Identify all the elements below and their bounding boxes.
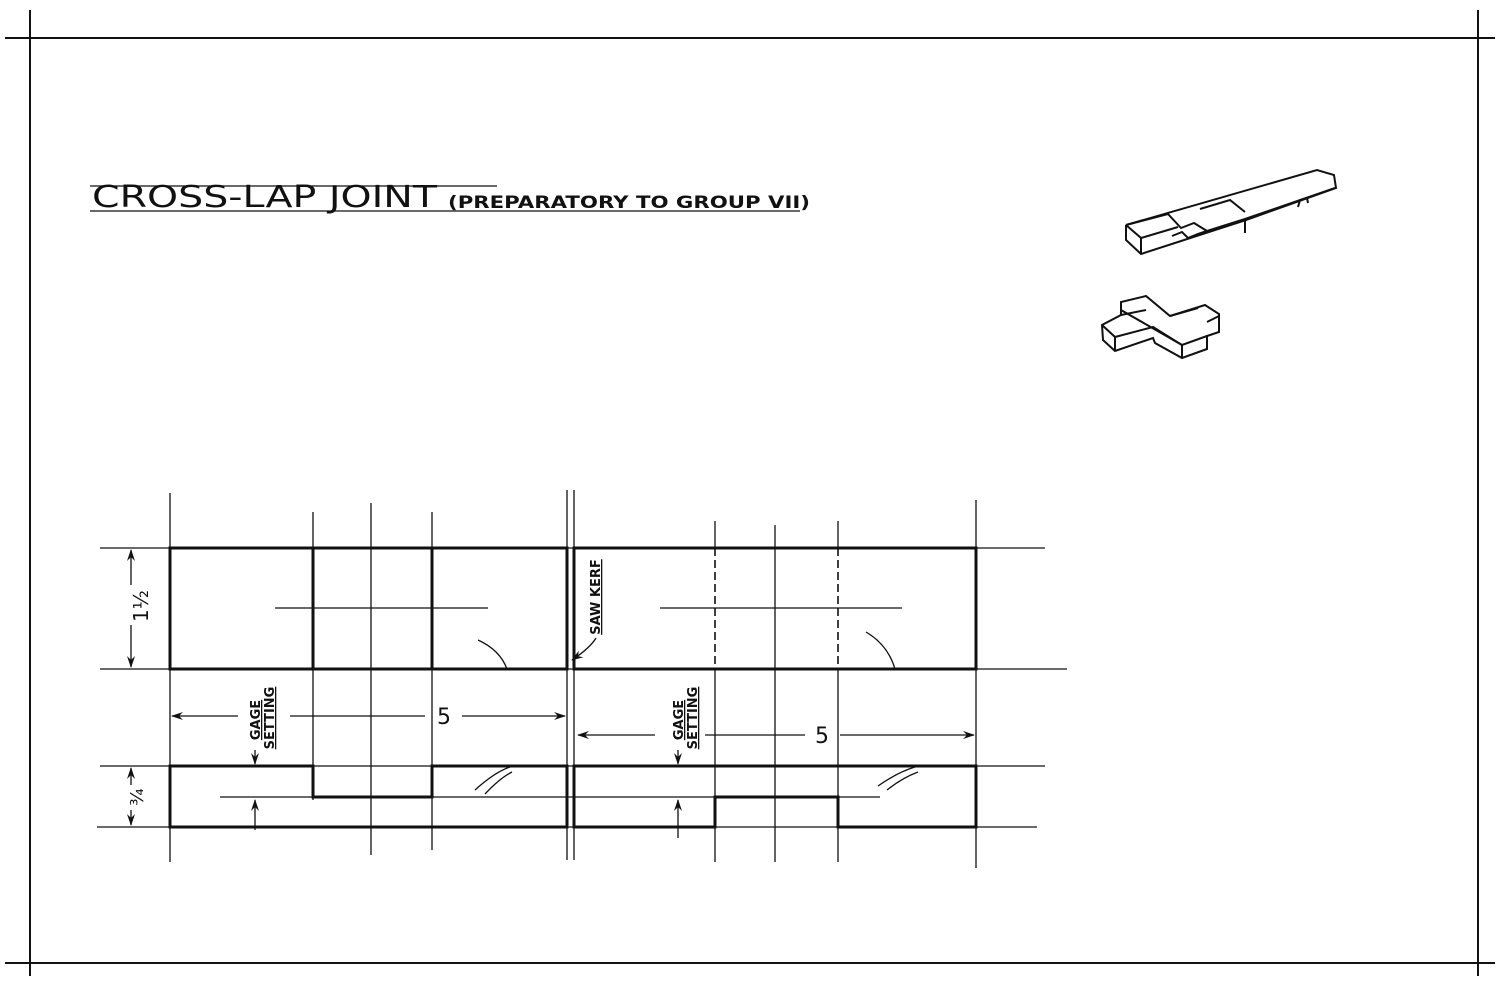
svg-text:5: 5	[437, 705, 451, 730]
dimension-height: 1½	[127, 549, 153, 668]
drawing-title: CROSS-LAP JOINT	[92, 180, 438, 215]
svg-text:SETTING: SETTING	[263, 687, 278, 750]
dimension-length-right: 5	[577, 724, 975, 749]
isometric-strip	[1125, 168, 1338, 256]
sheet-border	[5, 10, 1495, 976]
saw-kerf-note: SAW KERF	[571, 559, 604, 661]
title-block: CROSS-LAP JOINT (PREPARATORY TO GROUP VI…	[90, 180, 810, 215]
svg-text:GAGE: GAGE	[672, 700, 687, 740]
gage-setting-left: GAGE SETTING	[249, 687, 278, 830]
svg-text:GAGE: GAGE	[249, 700, 264, 740]
svg-text:SETTING: SETTING	[686, 687, 701, 750]
grain-arc-left	[477, 639, 508, 670]
svg-text:1½: 1½	[129, 590, 153, 622]
svg-text:SAW KERF: SAW KERF	[589, 559, 604, 635]
isometric-cross-assembly	[1100, 294, 1220, 360]
gage-setting-right: GAGE SETTING	[672, 687, 701, 838]
grain-arc-right	[865, 631, 896, 670]
edge-view	[168, 764, 978, 829]
dimension-thickness: ¾	[127, 767, 148, 826]
drawing-subtitle: (PREPARATORY TO GROUP VII)	[448, 193, 810, 213]
dimension-length-left: 5	[171, 705, 566, 730]
svg-text:¾: ¾	[127, 788, 148, 805]
svg-text:5: 5	[815, 724, 829, 749]
face-view	[168, 546, 978, 671]
